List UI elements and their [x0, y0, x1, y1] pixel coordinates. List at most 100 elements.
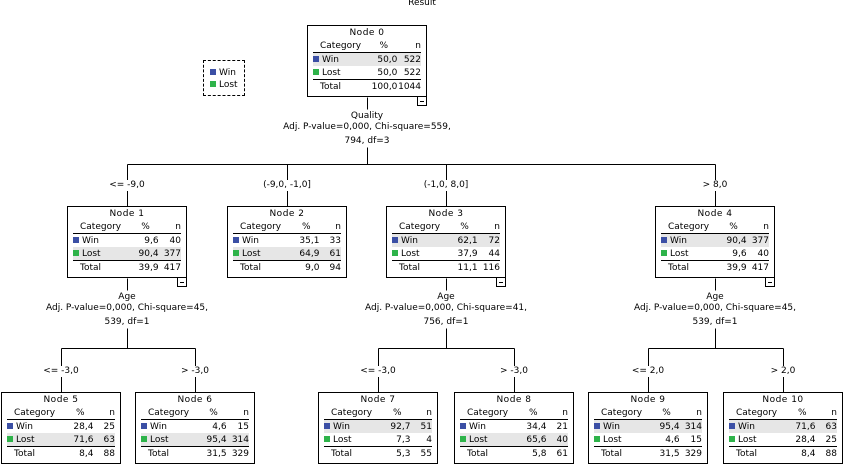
node-title: Node 6: [177, 395, 213, 405]
node-6-box[interactable]: Node 6 Category % n Win 4,6 15 Lost 95,4…: [135, 392, 255, 464]
total-label: Total: [80, 262, 102, 273]
total-n: 329: [684, 448, 702, 459]
lost-label: Lost: [16, 434, 35, 445]
total-label: Total: [467, 448, 489, 459]
node-header-row: Category % n: [141, 406, 249, 420]
lost-n: 314: [226, 433, 249, 447]
total-percent: 39,9: [138, 262, 159, 273]
lost-percent: 28,4: [789, 433, 816, 447]
percent-header: %: [132, 220, 159, 234]
collapse-node-0-icon[interactable]: [417, 96, 427, 106]
total-percent: 5,8: [532, 448, 547, 459]
total-percent: 31,5: [206, 448, 227, 459]
lost-percent: 64,9: [293, 247, 320, 261]
node-title: Node 9: [630, 395, 666, 405]
node-header-row: Category % n: [661, 220, 769, 234]
node-7-box[interactable]: Node 7 Category % n Win 92,7 51 Lost 7,3…: [318, 392, 438, 464]
lost-percent: 37,9: [451, 247, 478, 261]
node-8-box[interactable]: Node 8 Category % n Win 34,4 21 Lost 65,…: [454, 392, 574, 464]
total-label: Total: [14, 448, 36, 459]
node-4-box[interactable]: Node 4 Category % n Win 90,4 377 Lost 9,…: [655, 206, 775, 278]
node-header-row: Category % n: [233, 220, 341, 234]
win-n: 522: [397, 52, 421, 66]
branch-label: > -3,0: [474, 366, 554, 377]
percent-header: %: [720, 220, 747, 234]
node-2-box[interactable]: Node 2 Category % n Win 35,1 33 Lost 64,…: [227, 206, 347, 278]
node-0-box[interactable]: Node 0 Category % n Win 50,0 522 Lost 50…: [307, 25, 427, 97]
win-n: 15: [237, 421, 249, 432]
n-header: n: [410, 406, 432, 420]
win-percent: 95,4: [653, 419, 680, 433]
win-label: Win: [333, 421, 350, 432]
win-swatch-icon: [392, 236, 398, 243]
lost-label: Lost: [82, 248, 101, 259]
node-3-box[interactable]: Node 3 Category % n Win 62,1 72 Lost 37,…: [386, 206, 506, 278]
branch-label: (-1,0, 8,0]: [406, 180, 486, 191]
win-n: 33: [329, 235, 341, 246]
win-swatch-icon: [460, 422, 466, 429]
node-9-box[interactable]: Node 9 Category % n Win 95,4 314 Lost 4,…: [588, 392, 708, 464]
win-n: 21: [556, 421, 568, 432]
win-swatch-icon: [7, 422, 13, 429]
node-header-row: Category % n: [460, 406, 568, 420]
category-header: Category: [594, 406, 654, 420]
split-variable: Age: [706, 292, 724, 302]
win-n: 40: [169, 235, 181, 246]
lost-row: Lost 37,9 44: [392, 247, 500, 261]
collapse-node-4-icon[interactable]: [765, 277, 775, 287]
lost-row: Lost 90,4 377: [73, 247, 181, 261]
percent-header: %: [293, 220, 320, 234]
percent-header: %: [451, 220, 478, 234]
split-stats-line2: 539, df=1: [104, 317, 150, 327]
lost-category: Lost: [7, 433, 68, 447]
n-header: n: [679, 406, 702, 420]
total-label: Total: [736, 448, 758, 459]
lost-n: 4: [410, 433, 432, 447]
win-row: Win 50,0 522: [313, 52, 421, 66]
win-category: Win: [661, 233, 721, 247]
percent-header: %: [653, 406, 680, 420]
win-label: Win: [322, 54, 339, 65]
total-percent: 9,0: [305, 262, 320, 273]
total-n: 1044: [398, 81, 421, 92]
total-percent: 5,3: [396, 448, 411, 459]
node-title: Node 5: [43, 395, 79, 405]
lost-row: Lost 65,6 40: [460, 433, 568, 447]
legend-label: Lost: [219, 80, 238, 90]
lost-n: 15: [679, 433, 702, 447]
win-category: Win: [141, 420, 200, 434]
total-percent: 39,9: [726, 262, 747, 273]
node-1-box[interactable]: Node 1 Category % n Win 9,6 40 Lost 90,4…: [67, 206, 187, 278]
branch-label: (-9,0, -1,0]: [247, 180, 327, 191]
lost-category: Lost: [73, 247, 133, 261]
total-label: Total: [601, 448, 623, 459]
n-header: n: [93, 406, 115, 420]
win-category: Win: [233, 234, 293, 248]
lost-percent: 71,6: [67, 433, 94, 447]
node-table: Category % n Win 92,7 51 Lost 7,3 4 Tota…: [324, 406, 432, 460]
win-n: 314: [679, 419, 702, 433]
collapse-node-1-icon[interactable]: [177, 277, 187, 287]
lost-label: Lost: [603, 434, 622, 445]
node-5-box[interactable]: Node 5 Category % n Win 28,4 25 Lost 71,…: [1, 392, 121, 464]
win-category: Win: [460, 420, 520, 434]
total-n: 61: [556, 448, 568, 459]
node-table: Category % n Win 95,4 314 Lost 4,6 15 To…: [594, 406, 702, 460]
split-variable: Age: [118, 292, 136, 302]
node-table: Category % n Win 35,1 33 Lost 64,9 61 To…: [233, 220, 341, 274]
node-10-box[interactable]: Node 10 Category % n Win 71,6 63 Lost 28…: [723, 392, 843, 464]
collapse-node-3-icon[interactable]: [496, 277, 506, 287]
lost-label: Lost: [738, 434, 757, 445]
lost-row: Lost 28,4 25: [729, 433, 837, 447]
tree-title: Result: [408, 0, 436, 8]
total-label: Total: [240, 262, 262, 273]
win-category: Win: [73, 234, 132, 248]
lost-percent: 7,3: [384, 433, 411, 447]
lost-percent: 90,4: [132, 247, 159, 261]
legend-item-lost: Lost: [210, 80, 238, 90]
win-swatch-icon: [73, 236, 79, 243]
total-row: Total 5,3 55: [324, 447, 432, 461]
total-row: Total 8,4 88: [7, 447, 115, 461]
lost-n: 61: [319, 247, 341, 261]
lost-row: Lost 50,0 522: [313, 66, 421, 80]
